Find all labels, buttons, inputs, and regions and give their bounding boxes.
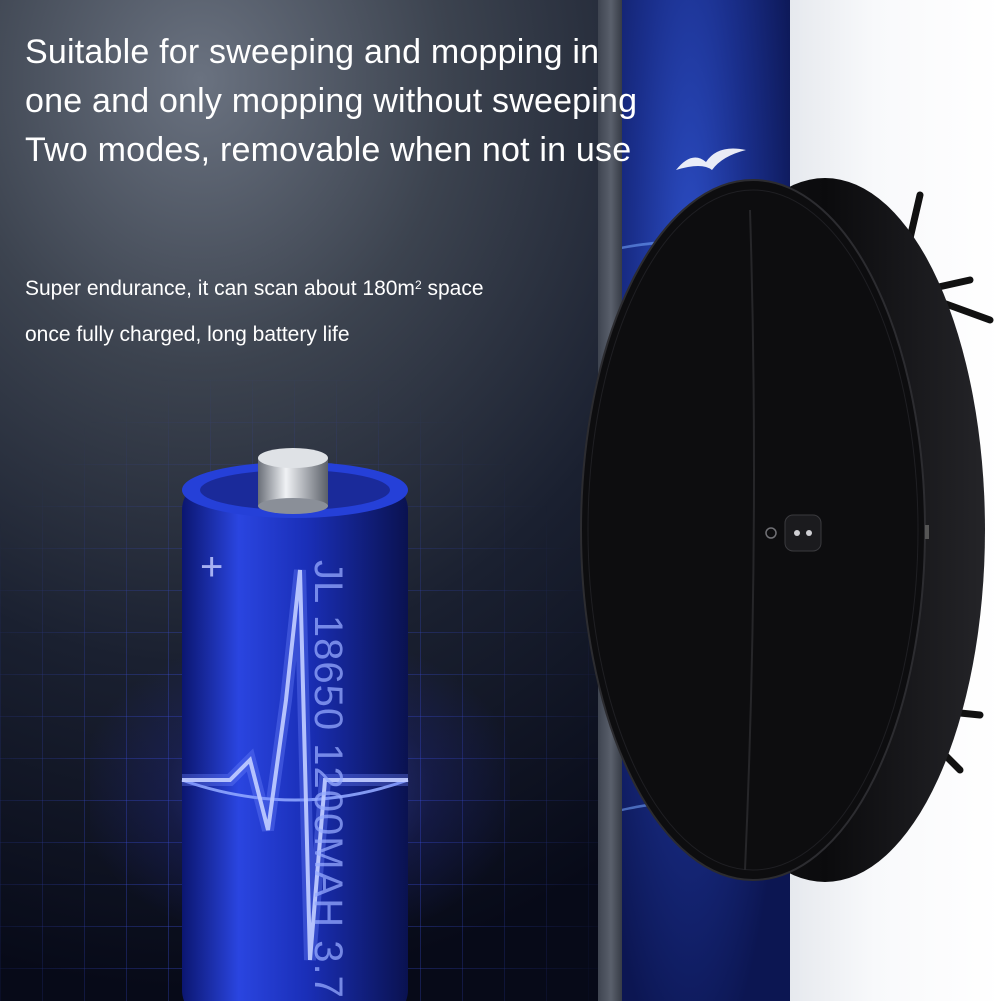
subtext: Super endurance, it can scan about 180m2… (25, 266, 605, 358)
robot-vacuum-image (580, 178, 994, 882)
battery-plus-symbol: + (200, 545, 224, 589)
superscript-2: 2 (414, 278, 422, 292)
battery-label: JL 18650 1200MAH 3.7 (306, 560, 350, 999)
subtext-line-1: Super endurance, it can scan about 180m2… (25, 266, 605, 312)
bird-icon (676, 148, 746, 170)
battery-image (181, 448, 409, 1001)
subtext-line-1-text: Super endurance, it can scan about 180m (25, 277, 415, 300)
subtext-line-2: once fully charged, long battery life (25, 323, 350, 346)
headline: Suitable for sweeping and mopping in one… (25, 33, 638, 169)
subtext-line-1-tail: space (421, 277, 484, 300)
